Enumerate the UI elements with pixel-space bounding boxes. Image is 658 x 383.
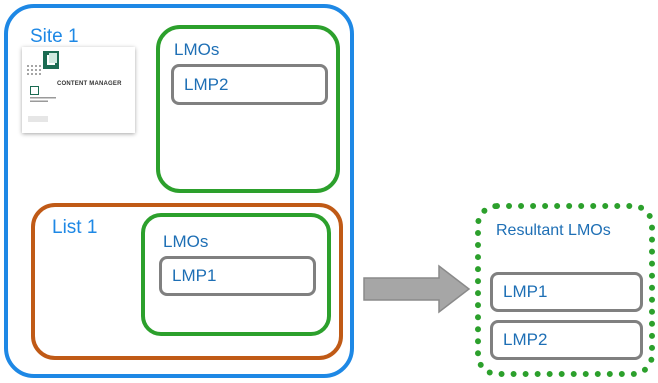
resultant-lmp1-label: LMP1	[503, 282, 548, 301]
site-container	[4, 4, 354, 378]
list-lmp1-box: LMP1	[159, 256, 316, 296]
resultant-lmp2-label: LMP2	[503, 330, 548, 349]
list-lmos-label: LMOs	[163, 232, 209, 251]
text-lines-icon	[30, 97, 56, 102]
card-footer-bar	[28, 116, 48, 122]
resultant-lmos-label: Resultant LMOs	[496, 222, 611, 239]
right-arrow-icon	[363, 264, 471, 314]
list-lmp1-label: LMP1	[172, 266, 217, 285]
site-lmp2-box: LMP2	[171, 64, 328, 105]
resultant-lmos-container	[475, 203, 655, 377]
content-manager-logo-icon	[43, 51, 59, 69]
site-lmp2-label: LMP2	[184, 74, 229, 94]
resultant-lmp2-box: LMP2	[490, 320, 643, 360]
list-lmos-container	[141, 213, 331, 336]
list-label: List 1	[52, 217, 98, 238]
small-logo-icon	[30, 86, 39, 95]
site-lmos-container	[156, 25, 340, 193]
list-container	[31, 203, 343, 360]
resultant-lmp1-box: LMP1	[490, 272, 643, 312]
site-lmos-label: LMOs	[174, 40, 220, 59]
content-manager-title: CONTENT MANAGER	[57, 81, 122, 87]
dot-grid-icon	[27, 65, 41, 75]
site-label: Site 1	[30, 26, 79, 47]
